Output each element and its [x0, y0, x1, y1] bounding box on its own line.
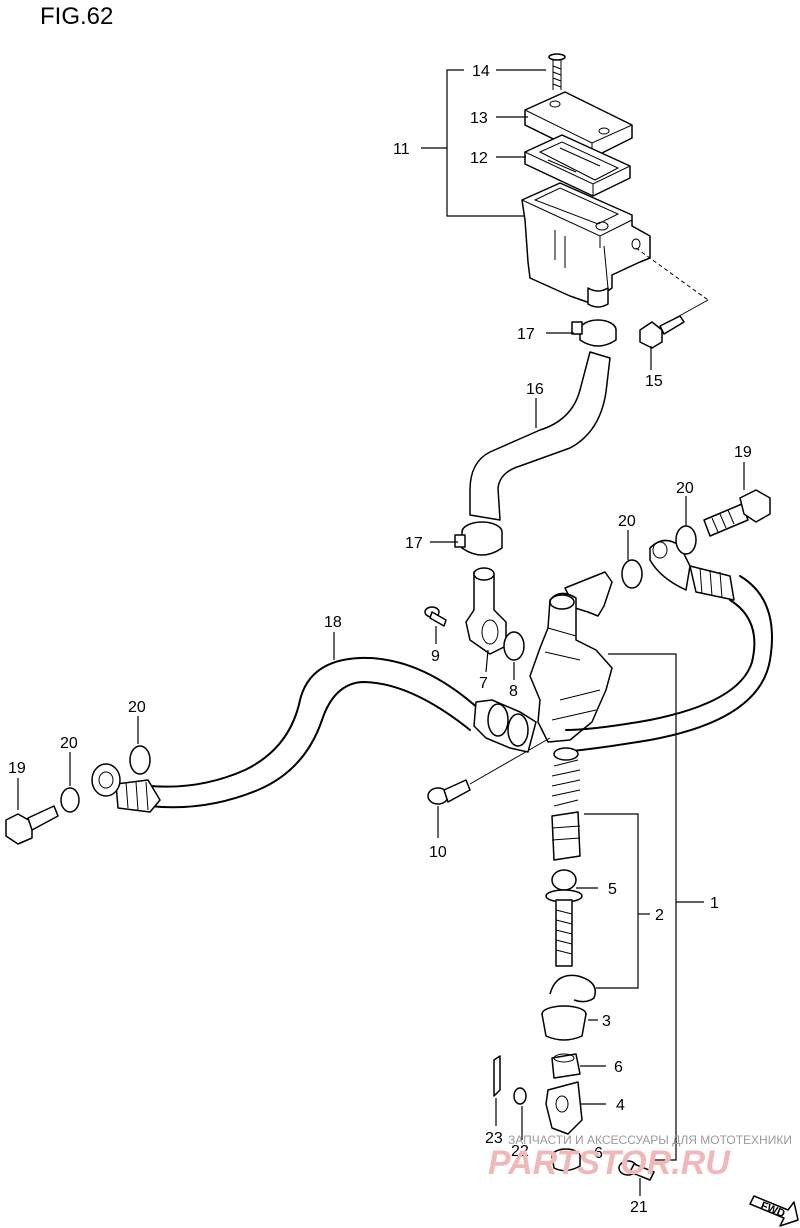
part-9-screw — [424, 606, 447, 627]
callout-23: 23 — [485, 1130, 503, 1147]
callout-20-left-b: 20 — [128, 699, 146, 716]
callout-12: 12 — [470, 150, 488, 167]
callout-13: 13 — [470, 110, 488, 127]
watermark-brand: PARTSTOR.RU — [488, 1144, 731, 1182]
callout-21: 21 — [630, 1199, 648, 1216]
leader-lines — [17, 69, 745, 1196]
fwd-direction-badge: FWD — [749, 1195, 799, 1227]
callout-14: 14 — [472, 63, 490, 80]
part-7-fitting — [465, 567, 507, 655]
part-14-screw — [548, 53, 566, 90]
callout-18: 18 — [324, 614, 342, 631]
part-18-brake-hose — [91, 656, 537, 813]
callout-20-left-a: 20 — [60, 735, 78, 752]
part-4-joint — [545, 1081, 583, 1135]
callout-1: 1 — [710, 895, 719, 912]
callout-9: 9 — [431, 648, 440, 665]
callout-8: 8 — [509, 683, 518, 700]
piston-assembly — [493, 747, 655, 1181]
part-11-reservoir — [521, 182, 651, 308]
callout-6-lower: 6 — [594, 1145, 603, 1162]
brake-hose-right — [559, 539, 773, 753]
part-10-screw — [427, 737, 551, 805]
callout-15: 15 — [645, 373, 663, 390]
part-3-boot — [541, 1005, 587, 1041]
part-20-washer-left-b — [129, 745, 151, 775]
callout-10: 10 — [429, 844, 447, 861]
part-16-hose — [469, 351, 611, 521]
callout-17-lower: 17 — [405, 535, 423, 552]
part-8-o-ring — [503, 631, 525, 661]
master-cylinder — [424, 567, 613, 805]
callout-19-left: 19 — [8, 760, 26, 777]
watermark-tagline: ЗАПЧАСТИ И АКСЕССУАРЫ ДЛЯ МОТОТЕХНИКИ — [508, 1133, 792, 1147]
part-6-nut-upper — [551, 1053, 581, 1079]
figure-title: FIG.62 — [40, 3, 113, 30]
callout-2: 2 — [655, 907, 664, 924]
callout-20-right-b: 20 — [618, 513, 636, 530]
part-19-banjo-bolt-right — [703, 489, 771, 537]
callout-7: 7 — [479, 675, 488, 692]
part-20-washer-right-b — [621, 559, 643, 589]
watermark: ЗАПЧАСТИ И АКСЕССУАРЫ ДЛЯ МОТОТЕХНИКИ PA… — [488, 1133, 792, 1182]
callout-11: 11 — [393, 141, 410, 158]
callout-20-right-a: 20 — [676, 480, 694, 497]
callout-5: 5 — [608, 881, 617, 898]
part-6-nut-lower — [551, 1148, 581, 1172]
reservoir-assembly — [521, 53, 709, 349]
callout-17-upper: 17 — [517, 326, 535, 343]
part-5-push-rod — [545, 869, 583, 967]
callout-16: 16 — [526, 381, 544, 398]
callout-4: 4 — [616, 1097, 625, 1114]
fwd-label: FWD — [759, 1200, 787, 1221]
part-22-washer — [513, 1087, 527, 1105]
callout-6-upper: 6 — [614, 1059, 623, 1076]
part-20-washer-left-a — [60, 787, 80, 813]
part-17-clamp-lower — [454, 521, 503, 556]
part-23-cotter-pin — [493, 1055, 501, 1097]
callout-19-right: 19 — [734, 444, 752, 461]
part-15-bolt — [639, 315, 685, 349]
part-19-banjo-bolt-left — [5, 805, 59, 845]
callout-labels: 14 13 11 12 17 15 16 19 20 20 17 18 9 7 … — [8, 63, 752, 1216]
part-21-pin — [618, 1160, 655, 1181]
callout-3: 3 — [602, 1013, 611, 1030]
callout-22: 22 — [511, 1143, 529, 1160]
part-12-diaphragm — [524, 134, 631, 197]
part-17-clamp-upper — [571, 319, 617, 347]
part-20-washer-right-a — [675, 525, 697, 555]
reservoir-hose-group — [454, 319, 617, 556]
